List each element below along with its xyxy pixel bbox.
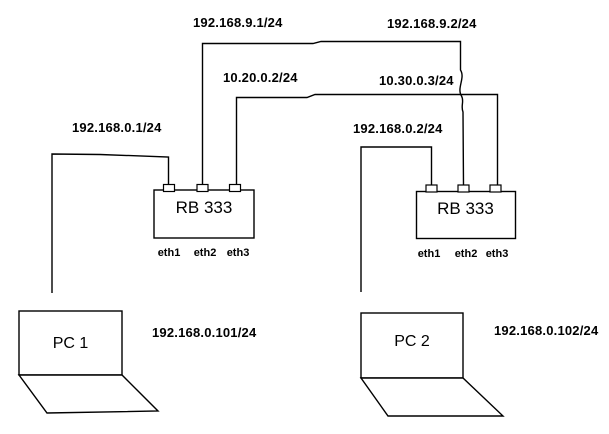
label-router2-lan-ip: 192.168.0.2/24 xyxy=(353,121,443,136)
router1-port-eth1 xyxy=(162,183,176,193)
router2-port-eth3 xyxy=(489,184,502,193)
label-router1-wan-ip: 192.168.9.1/24 xyxy=(193,15,283,30)
router1-eth3-label: eth3 xyxy=(226,247,250,259)
router1-name: RB 333 xyxy=(175,198,233,217)
router2-eth2-label: eth2 xyxy=(454,248,478,260)
pc2-screen xyxy=(360,312,464,379)
pc2-base xyxy=(359,377,505,417)
router2-device xyxy=(415,184,517,240)
wire-pc2-to-router2 xyxy=(360,146,433,292)
wire-mid-link-10-x xyxy=(235,93,499,186)
router2-port-eth1 xyxy=(425,184,438,193)
router1-eth1-label: eth1 xyxy=(157,247,181,259)
pc1-name: PC 1 xyxy=(52,335,89,352)
router1-port-eth3 xyxy=(228,183,242,193)
pc1-base xyxy=(17,374,160,414)
wire-pc1-to-router1 xyxy=(51,153,170,293)
pc2-name: PC 2 xyxy=(394,333,430,350)
label-pc2-ip: 192.168.0.102/24 xyxy=(494,323,599,338)
router2-body xyxy=(415,190,517,240)
label-router2-mid-ip: 10.30.0.3/24 xyxy=(379,73,454,88)
pc1-laptop xyxy=(17,310,160,414)
router1-eth2-label: eth2 xyxy=(193,247,217,259)
router2-eth3-label: eth3 xyxy=(485,248,509,260)
router1-body xyxy=(153,189,255,239)
router2-name: RB 333 xyxy=(437,199,494,218)
pc1-screen xyxy=(18,310,123,376)
pc2-laptop xyxy=(359,312,505,417)
router1-port-eth2 xyxy=(196,183,209,193)
router2-eth1-label: eth1 xyxy=(417,248,441,260)
router2-port-eth2 xyxy=(457,184,470,193)
label-router1-mid-ip: 10.20.0.2/24 xyxy=(223,70,298,85)
label-router2-wan-ip: 192.168.9.2/24 xyxy=(387,16,477,31)
router1-device xyxy=(153,183,255,239)
wire-wan-link-192-168-9 xyxy=(201,40,465,187)
label-pc1-ip: 192.168.0.101/24 xyxy=(152,325,257,340)
label-router1-lan-ip: 192.168.0.1/24 xyxy=(72,120,162,135)
